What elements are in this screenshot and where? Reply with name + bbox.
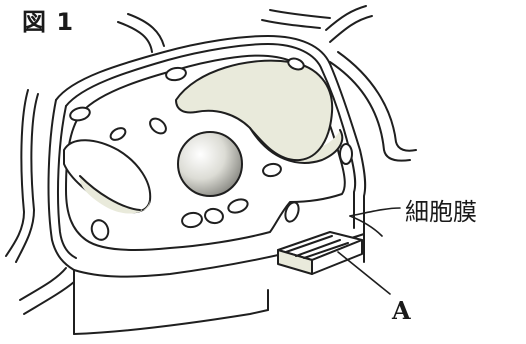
wall-slice [278, 232, 362, 274]
membrane-leader-line [350, 208, 400, 216]
small-vacuole [64, 140, 150, 213]
organelle [165, 66, 187, 81]
organelle [181, 211, 203, 228]
cell-membrane-label: 細胞膜 [405, 192, 477, 227]
part-a-label: A [392, 296, 411, 325]
organelle [204, 208, 224, 225]
organelle [147, 116, 169, 137]
organelle [283, 201, 301, 224]
nucleus [178, 132, 242, 196]
organelle [340, 144, 352, 164]
organelle [69, 106, 91, 123]
organelle [227, 197, 250, 215]
organelle [262, 163, 282, 178]
organelle [109, 126, 128, 143]
organelle [89, 218, 111, 242]
figure-label: 図 1 [22, 2, 74, 37]
